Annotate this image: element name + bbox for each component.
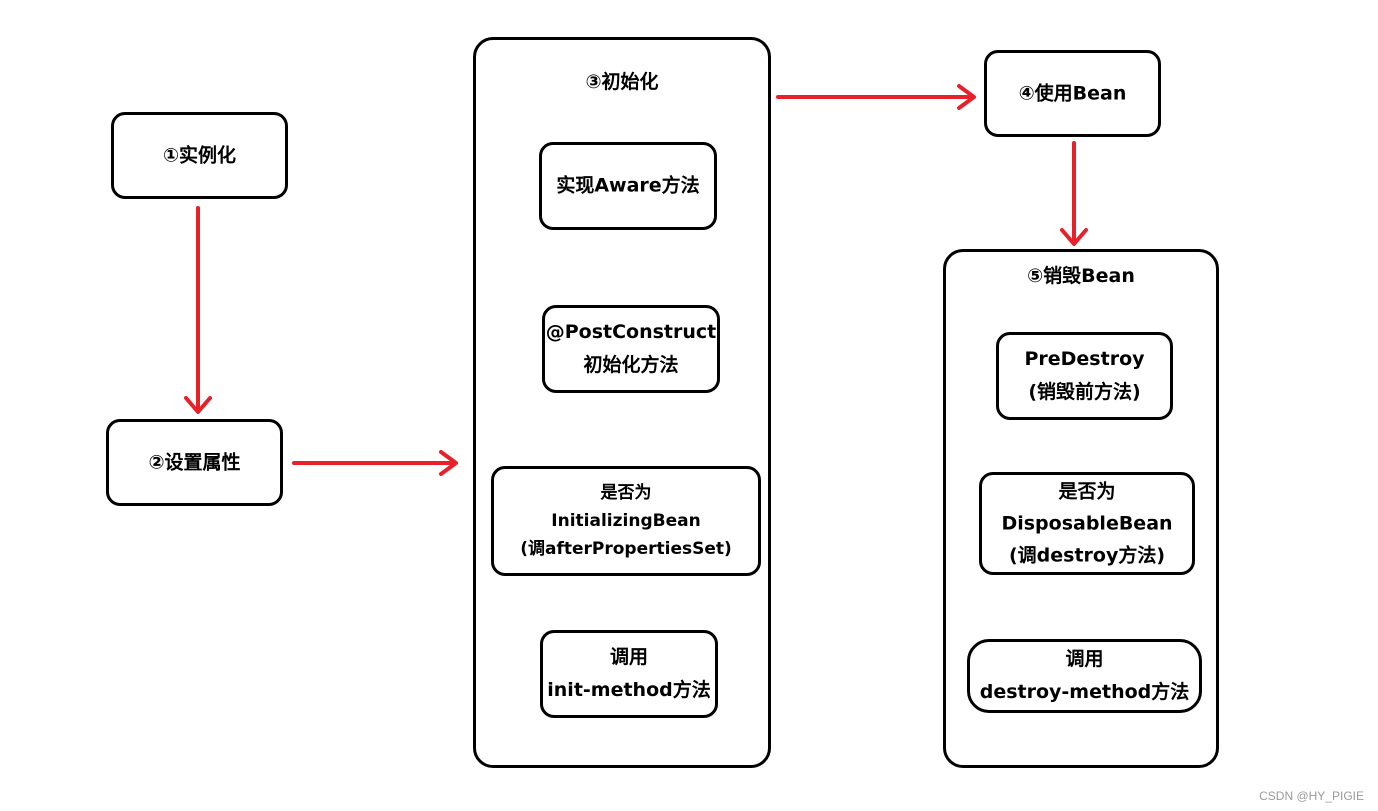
destroy-disposablebean: 是否为 DisposableBean (调destroy方法) xyxy=(979,472,1195,575)
step-destroy-title: ⑤销毁Bean xyxy=(1027,265,1135,287)
step-instantiate: ①实例化 xyxy=(111,112,288,199)
destroy-predestroy-line: (销毁前方法) xyxy=(1028,381,1141,403)
init-postconstruct-line: @PostConstruct xyxy=(545,320,717,343)
step-set-properties-label: ②设置属性 xyxy=(148,450,241,473)
destroy-disposablebean-line: DisposableBean xyxy=(1001,512,1173,535)
step-set-properties: ②设置属性 xyxy=(106,419,283,506)
step-instantiate-label: ①实例化 xyxy=(162,143,237,166)
arrowhead-instantiate-to-set-properties xyxy=(184,396,212,414)
destroy-disposablebean-line: (调destroy方法) xyxy=(1008,544,1166,567)
step-use-bean: ④使用Bean xyxy=(984,50,1161,137)
destroy-disposablebean-line: 是否为 xyxy=(1058,480,1116,503)
step-use-bean-label: ④使用Bean xyxy=(1018,81,1127,104)
init-initializingbean-line: 是否为 xyxy=(600,482,652,503)
watermark: CSDN @HY_PIGIE xyxy=(1259,789,1364,803)
init-aware-methods: 实现Aware方法 xyxy=(539,142,717,230)
init-postconstruct: @PostConstruct 初始化方法 xyxy=(542,305,720,393)
init-postconstruct-line: 初始化方法 xyxy=(583,354,679,376)
arrowhead-set-properties-to-init xyxy=(439,450,458,476)
destroy-destroy-method-line: 调用 xyxy=(1065,647,1104,670)
init-init-method-line: 调用 xyxy=(609,645,648,668)
destroy-predestroy: PreDestroy (销毁前方法) xyxy=(996,332,1173,420)
step-initialize-title: ③初始化 xyxy=(585,71,659,93)
destroy-destroy-method: 调用 destroy-method方法 xyxy=(967,639,1202,713)
init-aware-methods-line: 实现Aware方法 xyxy=(556,174,700,197)
destroy-destroy-method-line: destroy-method方法 xyxy=(979,681,1190,703)
init-init-method-line: init-method方法 xyxy=(547,679,711,701)
init-init-method: 调用 init-method方法 xyxy=(540,630,718,718)
init-initializingbean-line: (调afterPropertiesSet) xyxy=(520,539,732,560)
destroy-predestroy-line: PreDestroy xyxy=(1024,347,1145,370)
arrowhead-use-to-destroy xyxy=(1060,228,1088,246)
arrowhead-init-to-use xyxy=(957,84,976,110)
init-initializingbean: 是否为 InitializingBean (调afterPropertiesSe… xyxy=(491,466,761,576)
init-initializingbean-line: InitializingBean xyxy=(551,510,701,531)
